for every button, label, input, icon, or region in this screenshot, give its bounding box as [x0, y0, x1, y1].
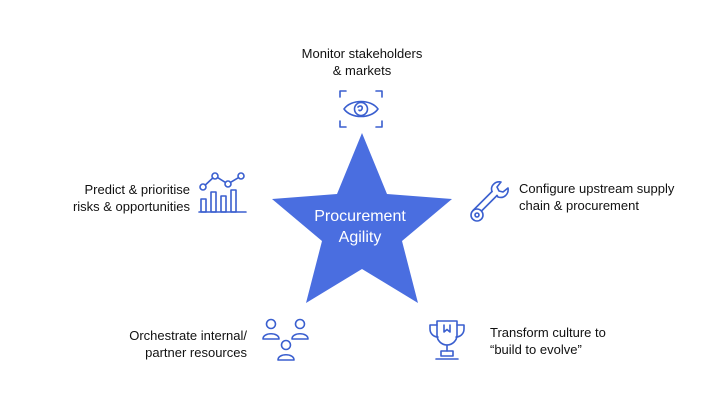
configure-label: Configure upstream supply chain & procur… — [519, 180, 674, 214]
star-shape — [272, 133, 452, 303]
configure-label-line1: Configure upstream supply — [519, 181, 675, 196]
monitor-label-line2: & markets — [332, 63, 392, 78]
predict-label-line1: Predict & prioritise — [84, 182, 190, 197]
predict-label-line2: risks & opportunities — [72, 199, 190, 214]
wrench-icon — [468, 180, 514, 224]
people-icon — [260, 317, 312, 363]
orchestrate-label: Orchestrate internal/ partner resources — [60, 327, 247, 361]
center-label: Procurement Agility — [280, 206, 440, 248]
predict-label: Predict & prioritise risks & opportuniti… — [40, 181, 190, 215]
transform-label-line2: “build to evolve” — [490, 342, 582, 357]
monitor-label: Monitor stakeholders & markets — [262, 45, 462, 79]
center-label-line1: Procurement — [314, 208, 406, 225]
chart-icon — [198, 170, 248, 216]
configure-label-line2: chain & procurement — [519, 198, 639, 213]
orchestrate-label-line1: Orchestrate internal/ — [129, 328, 247, 343]
center-label-line2: Agility — [338, 229, 382, 246]
orchestrate-label-line2: partner resources — [145, 345, 247, 360]
eye-icon — [338, 89, 384, 129]
trophy-icon — [426, 318, 468, 362]
transform-label-line1: Transform culture to — [490, 325, 606, 340]
monitor-label-line1: Monitor stakeholders — [301, 46, 423, 61]
transform-label: Transform culture to “build to evolve” — [490, 324, 606, 358]
